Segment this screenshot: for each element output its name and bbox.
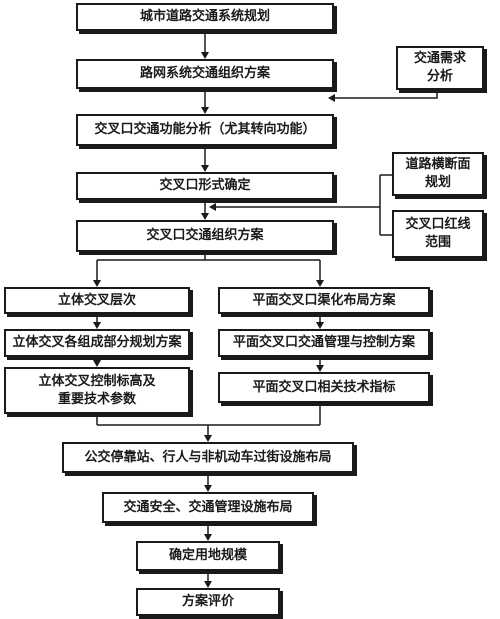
arrowhead xyxy=(201,213,209,220)
node-red-line-range: 交叉口红线 范围 xyxy=(392,210,484,258)
node-road-cross-section: 道路横断面 规划 xyxy=(392,152,484,196)
node-text-line: 交叉口红线 xyxy=(405,217,471,233)
arrowhead xyxy=(93,280,101,287)
node-technical-indicators: 平面交叉口相关技术指标 xyxy=(218,372,430,403)
arrow-side1 xyxy=(334,90,438,99)
node-text-line: 范围 xyxy=(424,235,451,250)
arrowhead xyxy=(204,581,212,588)
arrowhead xyxy=(316,322,324,329)
node-text-line: 重要技术参数 xyxy=(57,391,136,407)
arrowhead xyxy=(93,360,101,367)
node-safety-facilities: 交通安全、交通管理设施布局 xyxy=(102,492,314,523)
node-text-line: 交通需求 xyxy=(413,51,466,67)
arrowhead xyxy=(201,165,209,172)
node-traffic-management-control: 平面交叉口交通管理与控制方案 xyxy=(218,329,430,357)
arrowhead xyxy=(93,322,101,329)
node-plan-evaluation: 方案评价 xyxy=(136,588,280,616)
node-text-line: 分析 xyxy=(426,69,453,84)
node-text-line: 道路横断面 xyxy=(405,157,471,173)
node-text-line: 规划 xyxy=(424,175,451,190)
node-interchange-parameters: 立体交叉控制标高及 重要技术参数 xyxy=(4,367,190,414)
node-text-line: 立体交叉控制标高及 xyxy=(38,373,156,389)
node-intersection-organization: 交叉口交通组织方案 xyxy=(76,220,334,252)
node-interchange-level: 立体交叉层次 xyxy=(4,287,190,314)
arrowhead xyxy=(204,534,212,541)
arrowhead xyxy=(204,435,212,442)
node-intersection-form: 交叉口形式确定 xyxy=(76,172,334,200)
node-intersection-function-analysis: 交叉口交通功能分析（尤其转向功能） xyxy=(76,114,334,146)
arrowhead xyxy=(316,280,324,287)
node-traffic-demand-analysis: 交通需求 分析 xyxy=(396,46,484,90)
node-channelization-layout: 平面交叉口渠化布局方案 xyxy=(218,287,430,314)
node-interchange-components: 立体交叉各组成部分规划方案 xyxy=(4,329,190,357)
arrowhead xyxy=(328,94,335,102)
arrowhead xyxy=(204,485,212,492)
arrowhead xyxy=(201,52,209,59)
node-urban-road-traffic-planning: 城市道路交通系统规划 xyxy=(76,3,334,31)
node-bus-pedestrian-facilities: 公交停靠站、行人与非机动车过街设施布局 xyxy=(62,442,354,473)
node-road-network-organization: 路网系统交通组织方案 xyxy=(76,59,334,89)
arrowhead xyxy=(209,203,216,211)
arrowhead xyxy=(316,365,324,372)
node-land-scale: 确定用地规模 xyxy=(136,541,280,571)
arrowhead xyxy=(201,107,209,114)
